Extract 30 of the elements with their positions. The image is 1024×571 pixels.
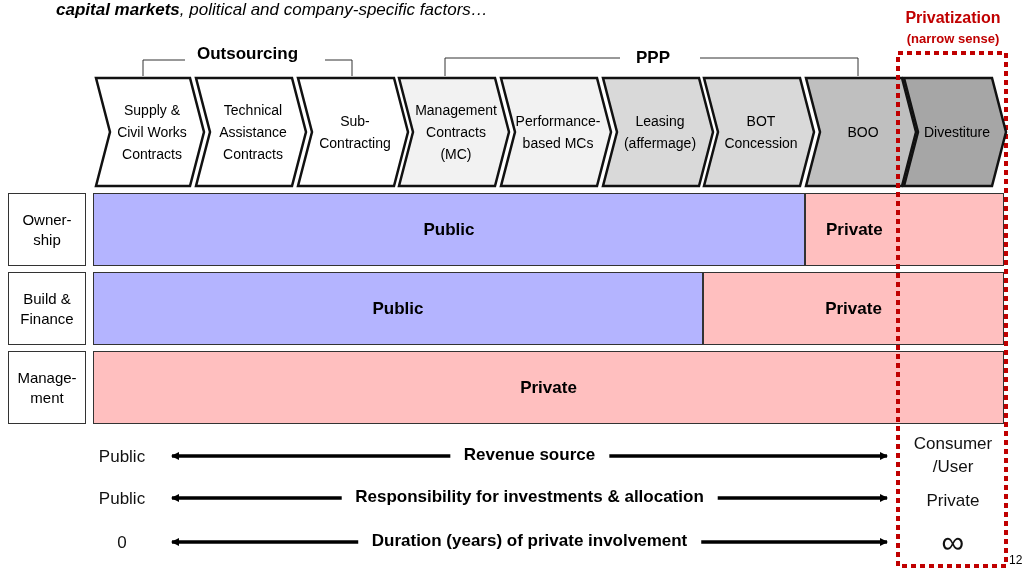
end-text: ∞ [905, 522, 1001, 562]
row-header: Manage-ment [8, 351, 86, 424]
chevron-shape: BOT Concession [703, 77, 815, 187]
chevron-shape: Supply & Civil Works Contracts [95, 77, 205, 187]
edge-label: Responsibility for investments & allocation [341, 487, 718, 507]
bar: Private [93, 351, 1004, 424]
bar: Public [93, 193, 805, 266]
chevron-shape: Leasing (affermage) [602, 77, 714, 187]
chevron-shape: Divestiture [903, 77, 1007, 187]
end-text: Public [92, 484, 152, 512]
top-note: capital markets, political and company-specific factors… [56, 0, 488, 20]
bar: Private [805, 193, 1004, 266]
chevron-shape: Performance-based MCs [500, 77, 612, 187]
chevron-shape: Technical Assistance Contracts [195, 77, 307, 187]
frame-subtitle: (narrow sense) [905, 31, 1001, 46]
edge-label: Duration (years) of private involvement [357, 531, 702, 551]
group-label: Outsourcing [197, 44, 299, 64]
chevron-shape: Management Contracts (MC) [398, 77, 510, 187]
end-text: Consumer /User [905, 430, 1001, 480]
row-header: Build & Finance [8, 272, 86, 345]
frame-title: Privatization [904, 9, 1002, 27]
chevron-shape: Sub-Contracting [297, 77, 409, 187]
bar: Public [93, 272, 703, 345]
group-label: PPP [636, 48, 671, 68]
end-text: Public [92, 442, 152, 470]
row-header: Owner-ship [8, 193, 86, 266]
bar: Private [703, 272, 1004, 345]
page-number: 12 [1009, 553, 1023, 567]
end-text: Private [905, 486, 1001, 514]
end-text: 0 [92, 527, 152, 557]
